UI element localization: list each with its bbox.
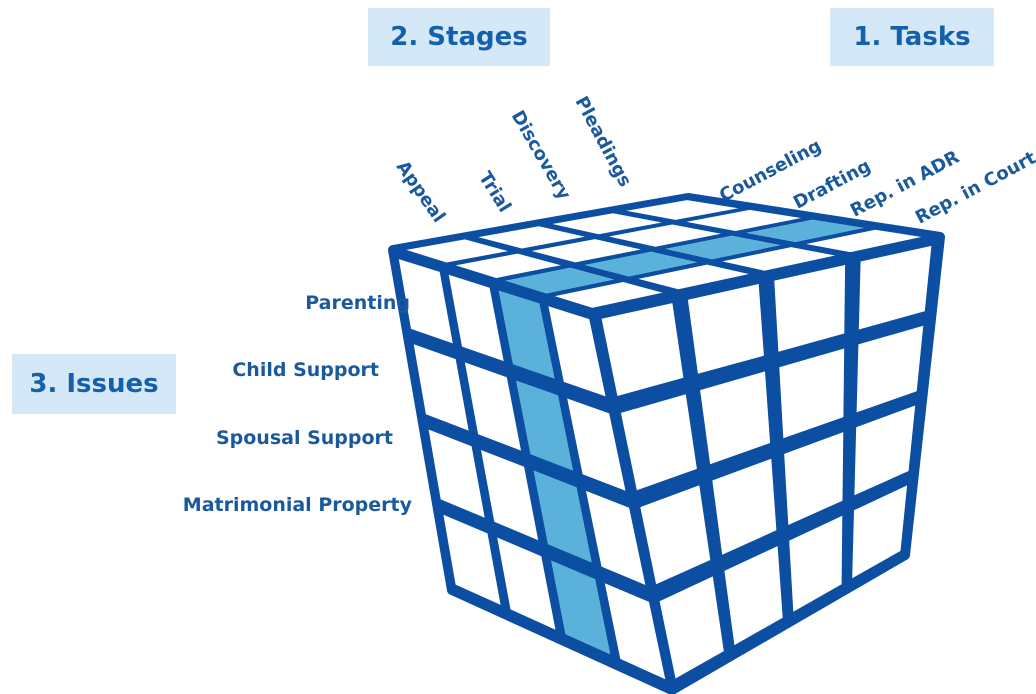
right-face-cell (856, 325, 924, 413)
left-face-cell (586, 490, 646, 585)
issues-header: 3. Issues (12, 354, 176, 414)
right-face-cell (712, 458, 777, 555)
left-face-cell (413, 344, 469, 431)
right-face-cell (687, 284, 764, 374)
tasks-header: 1. Tasks (830, 8, 994, 66)
top-face-cell (478, 226, 585, 249)
issue-label-matrimonial-property: Matrimonial Property (182, 494, 412, 516)
top-face-cell (686, 209, 802, 231)
top-face-cell (806, 229, 927, 254)
left-face-cell (464, 362, 521, 451)
top-face-cell (608, 224, 721, 247)
right-face-cell (640, 485, 711, 585)
right-face-cell (724, 546, 783, 646)
issue-label-child-support: Child Support (232, 359, 379, 381)
right-face-cell (659, 576, 724, 679)
left-face-cell (428, 429, 485, 518)
right-face-cell (789, 515, 843, 612)
left-face-cell (497, 537, 556, 630)
top-face-cell (626, 200, 739, 220)
right-face-cell (700, 371, 771, 465)
edge-top-left-front (389, 246, 596, 316)
top-face-cell (554, 282, 667, 309)
issue-label-spousal-support: Spousal Support (215, 427, 393, 449)
left-face-cell (551, 560, 611, 655)
edge-top-right-front (588, 233, 944, 316)
top-face-highlight-cell (584, 251, 697, 277)
left-face-cell (448, 274, 504, 362)
left-face-cell (533, 470, 592, 563)
left-face-cell (548, 306, 606, 397)
top-face-cell (722, 247, 840, 272)
stages-header: 2. Stages (368, 8, 550, 66)
left-face-cell (398, 259, 453, 344)
right-face-cell (858, 245, 932, 330)
top-face-highlight-cell (504, 267, 614, 294)
top-face-highlight-cell (746, 219, 864, 242)
edge-front-vertical (588, 308, 676, 694)
top-face-cell (552, 213, 662, 235)
right-face-cell (784, 432, 844, 525)
right-face-cell (852, 485, 908, 579)
left-face-cell (498, 290, 555, 379)
right-face-cell (601, 303, 684, 396)
right-face-cell (620, 394, 697, 491)
top-face-cell (638, 264, 754, 291)
left-face-cell (604, 583, 666, 680)
left-face-cell (481, 450, 539, 541)
top-face-cell (531, 239, 641, 263)
issue-label-parenting: Parenting (305, 292, 410, 314)
left-face-cell (516, 380, 574, 471)
top-face-cell (404, 239, 509, 263)
top-face-highlight-cell (665, 235, 781, 260)
right-face-cell (774, 265, 846, 352)
right-face-cell (779, 348, 845, 439)
left-face-cell (567, 398, 626, 491)
left-face-cell (443, 514, 501, 605)
right-face-cell (854, 405, 916, 496)
top-face-cell (454, 253, 561, 279)
